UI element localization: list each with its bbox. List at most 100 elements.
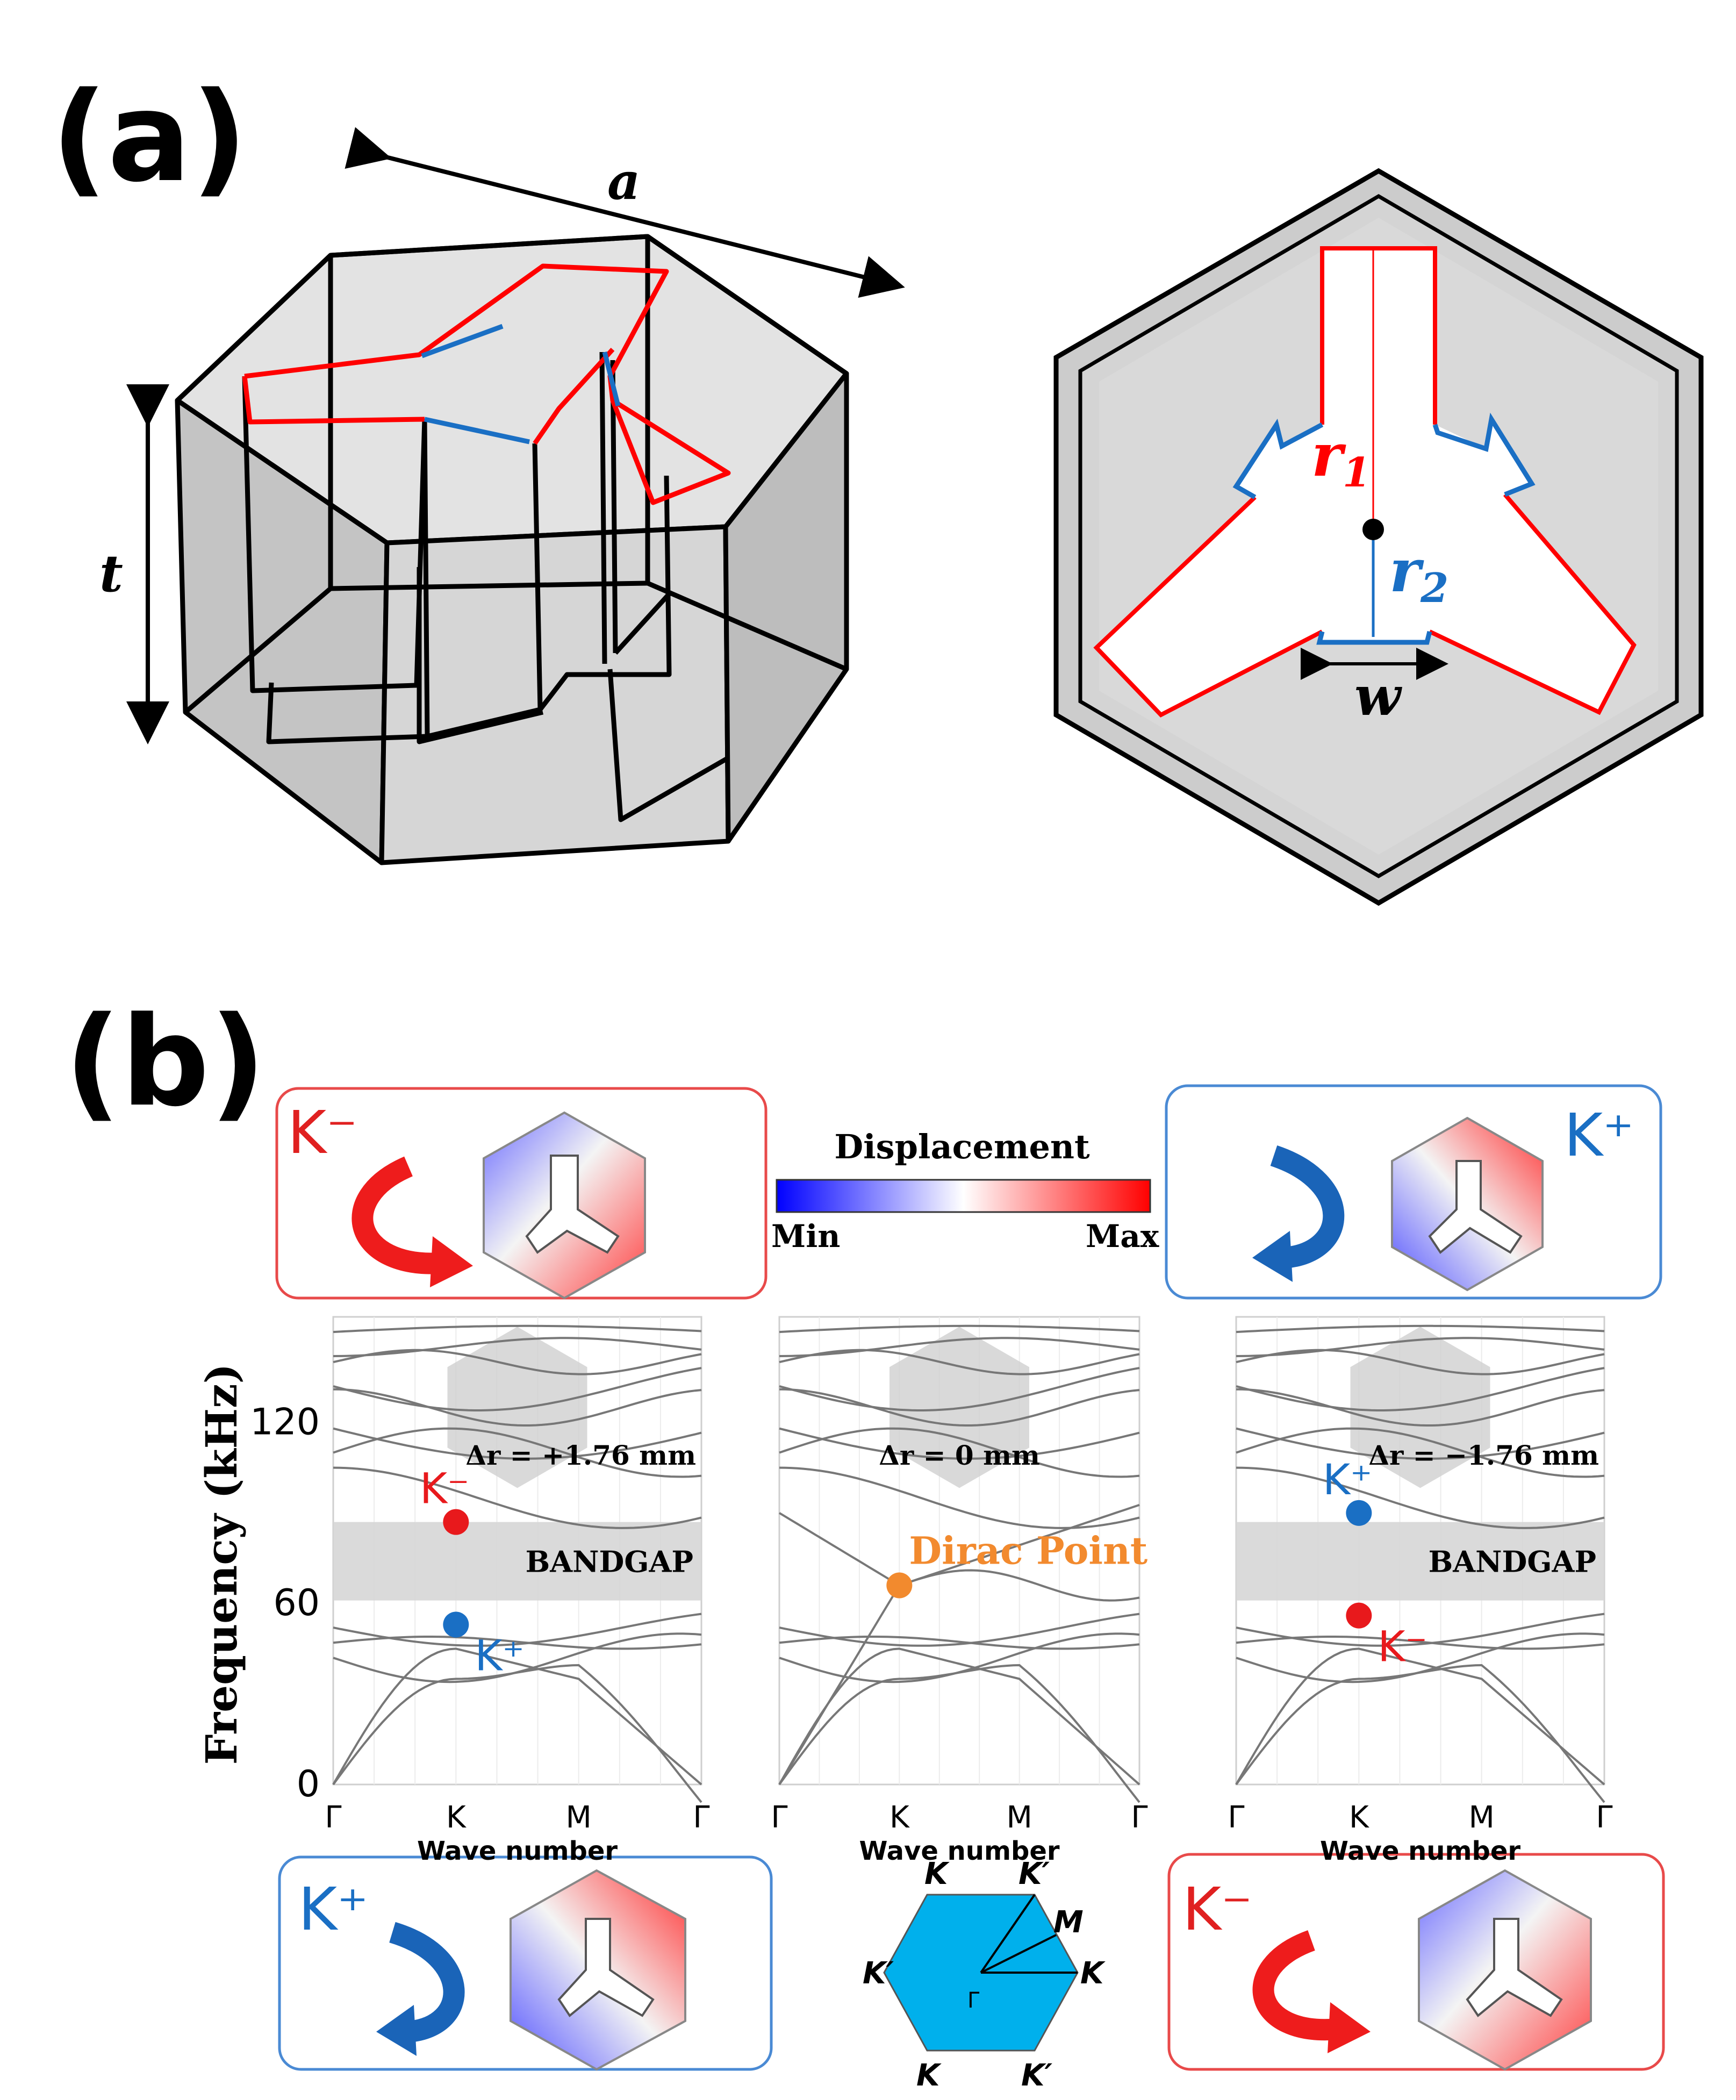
three-arm-hole [1096,248,1634,715]
bandgap-region [1236,1522,1604,1601]
x-tick-label: Γ [771,1800,787,1835]
band-line [779,1632,1140,1683]
mode-point-label: K⁻ [1378,1623,1427,1672]
mode-point [886,1572,913,1599]
bz-Kp-left: K′ [863,1956,894,1991]
mode-box-bottom-right: K⁻ [1167,1853,1665,2071]
colorbar-min: Min [771,1218,840,1255]
band-line [779,1427,1140,1478]
delta-r-label: Δr = +1.76 mm [465,1439,696,1471]
band-line [778,1647,1140,1786]
band-line [333,1466,702,1529]
r1-label: r1 [1311,420,1371,496]
band-line [1236,1466,1605,1529]
mode-point-label: K⁺ [475,1632,524,1681]
band-line [1236,1612,1605,1647]
colorbar [776,1179,1151,1213]
bandgap-label: BANDGAP [526,1545,693,1579]
y-tick-label: 60 [273,1582,320,1624]
x-tick-label: Γ [1228,1800,1244,1835]
dimension-a-label: a [607,152,641,211]
band-line [779,1388,1140,1427]
mode-box-bottom-left: K⁺ [278,1855,773,2071]
band-structure-plots: BANDGAP Δr = +1.76 mm Γ K M Γ Wave number K⁻ K⁺ Δ… [325,1316,1613,1866]
x-tick-label: M [566,1800,592,1835]
band-line [779,1466,1140,1529]
r2-label: r2 [1389,536,1448,612]
unit-cell-3d [175,234,849,865]
panel-b-label: (b) [64,991,266,1134]
mode-box-top-left: K⁻ [275,1087,767,1300]
band-line [333,1367,702,1411]
x-tick-label: K [446,1800,467,1835]
band-line [779,1324,1140,1334]
band-line [779,1612,1140,1647]
band-line [1236,1427,1605,1460]
x-axis-label: Wave number [859,1836,1059,1866]
x-tick-label: Γ [693,1800,709,1835]
band-line [779,1349,1140,1375]
x-tick-label: K [889,1800,910,1835]
delta-r-label: Δr = 0 mm [879,1439,1040,1471]
dimension-a-arrow [345,127,905,298]
brillouin-zone [883,1894,1079,2052]
band-line [333,1636,702,1650]
band-line [332,1647,702,1786]
dimension-t-label: t [99,544,123,604]
band-line [333,1427,702,1478]
bz-Kp-bottom: K′ [1021,2058,1052,2093]
band-line [333,1337,702,1357]
bz-K-top: K [924,1857,950,1891]
band-line [1235,1647,1605,1786]
clockwise-arrow-icon [351,1156,442,1274]
bz-Gamma: Γ [967,1988,980,2013]
band-line [333,1632,702,1683]
unit-cell-top-view [1053,168,1704,906]
band-line [779,1427,1140,1460]
bz-Kp-top: K′ [1018,1857,1050,1891]
hole-outline-3d [242,263,731,505]
panel-a-label: (a) [51,66,247,210]
w-label: w [1354,664,1402,728]
band-line [1236,1324,1605,1334]
band-line [1236,1427,1605,1478]
band-line [333,1388,702,1427]
x-tick-label: K [1349,1800,1369,1835]
x-tick-label: Γ [1596,1800,1612,1835]
mode-label: K⁺ [1564,1101,1634,1170]
mode-point-label: Dirac Point [909,1529,1147,1573]
x-axis-label: Wave number [1320,1836,1520,1866]
x-tick-label: Γ [1131,1800,1147,1835]
band-line [779,1636,1140,1650]
mode-point [1346,1500,1372,1526]
x-tick-label: M [1469,1800,1495,1835]
band-plot-2: Δr = 0 mm Γ K M Γ Wave number Dirac Point [771,1316,1148,1866]
mode-label: K⁻ [288,1098,357,1167]
band-line [1236,1349,1605,1375]
x-tick-label: M [1007,1800,1032,1835]
band-line [1236,1367,1605,1411]
bz-K-right: K [1080,1956,1106,1991]
band-line [1236,1388,1605,1427]
bz-K-bottom: K [916,2058,942,2093]
y-axis-label: Frequency (kHz) [196,1364,247,1765]
y-tick-label: 120 [250,1401,320,1443]
band-line [1236,1632,1605,1683]
band-line [333,1349,702,1375]
counterclockwise-arrow-icon [389,1922,465,2042]
mode-box-top-right: K⁺ [1165,1084,1662,1300]
band-line [333,1324,702,1334]
bandgap-label: BANDGAP [1429,1545,1596,1579]
mode-point [1346,1602,1372,1629]
mode-point [443,1611,469,1638]
band-line [778,1512,1140,1602]
counterclockwise-arrow-icon [1270,1145,1345,1268]
band-line [779,1337,1140,1357]
mode-point [443,1509,469,1535]
band-line [333,1427,702,1460]
mode-point-label: K⁻ [420,1465,469,1514]
x-tick-label: Γ [325,1800,341,1835]
